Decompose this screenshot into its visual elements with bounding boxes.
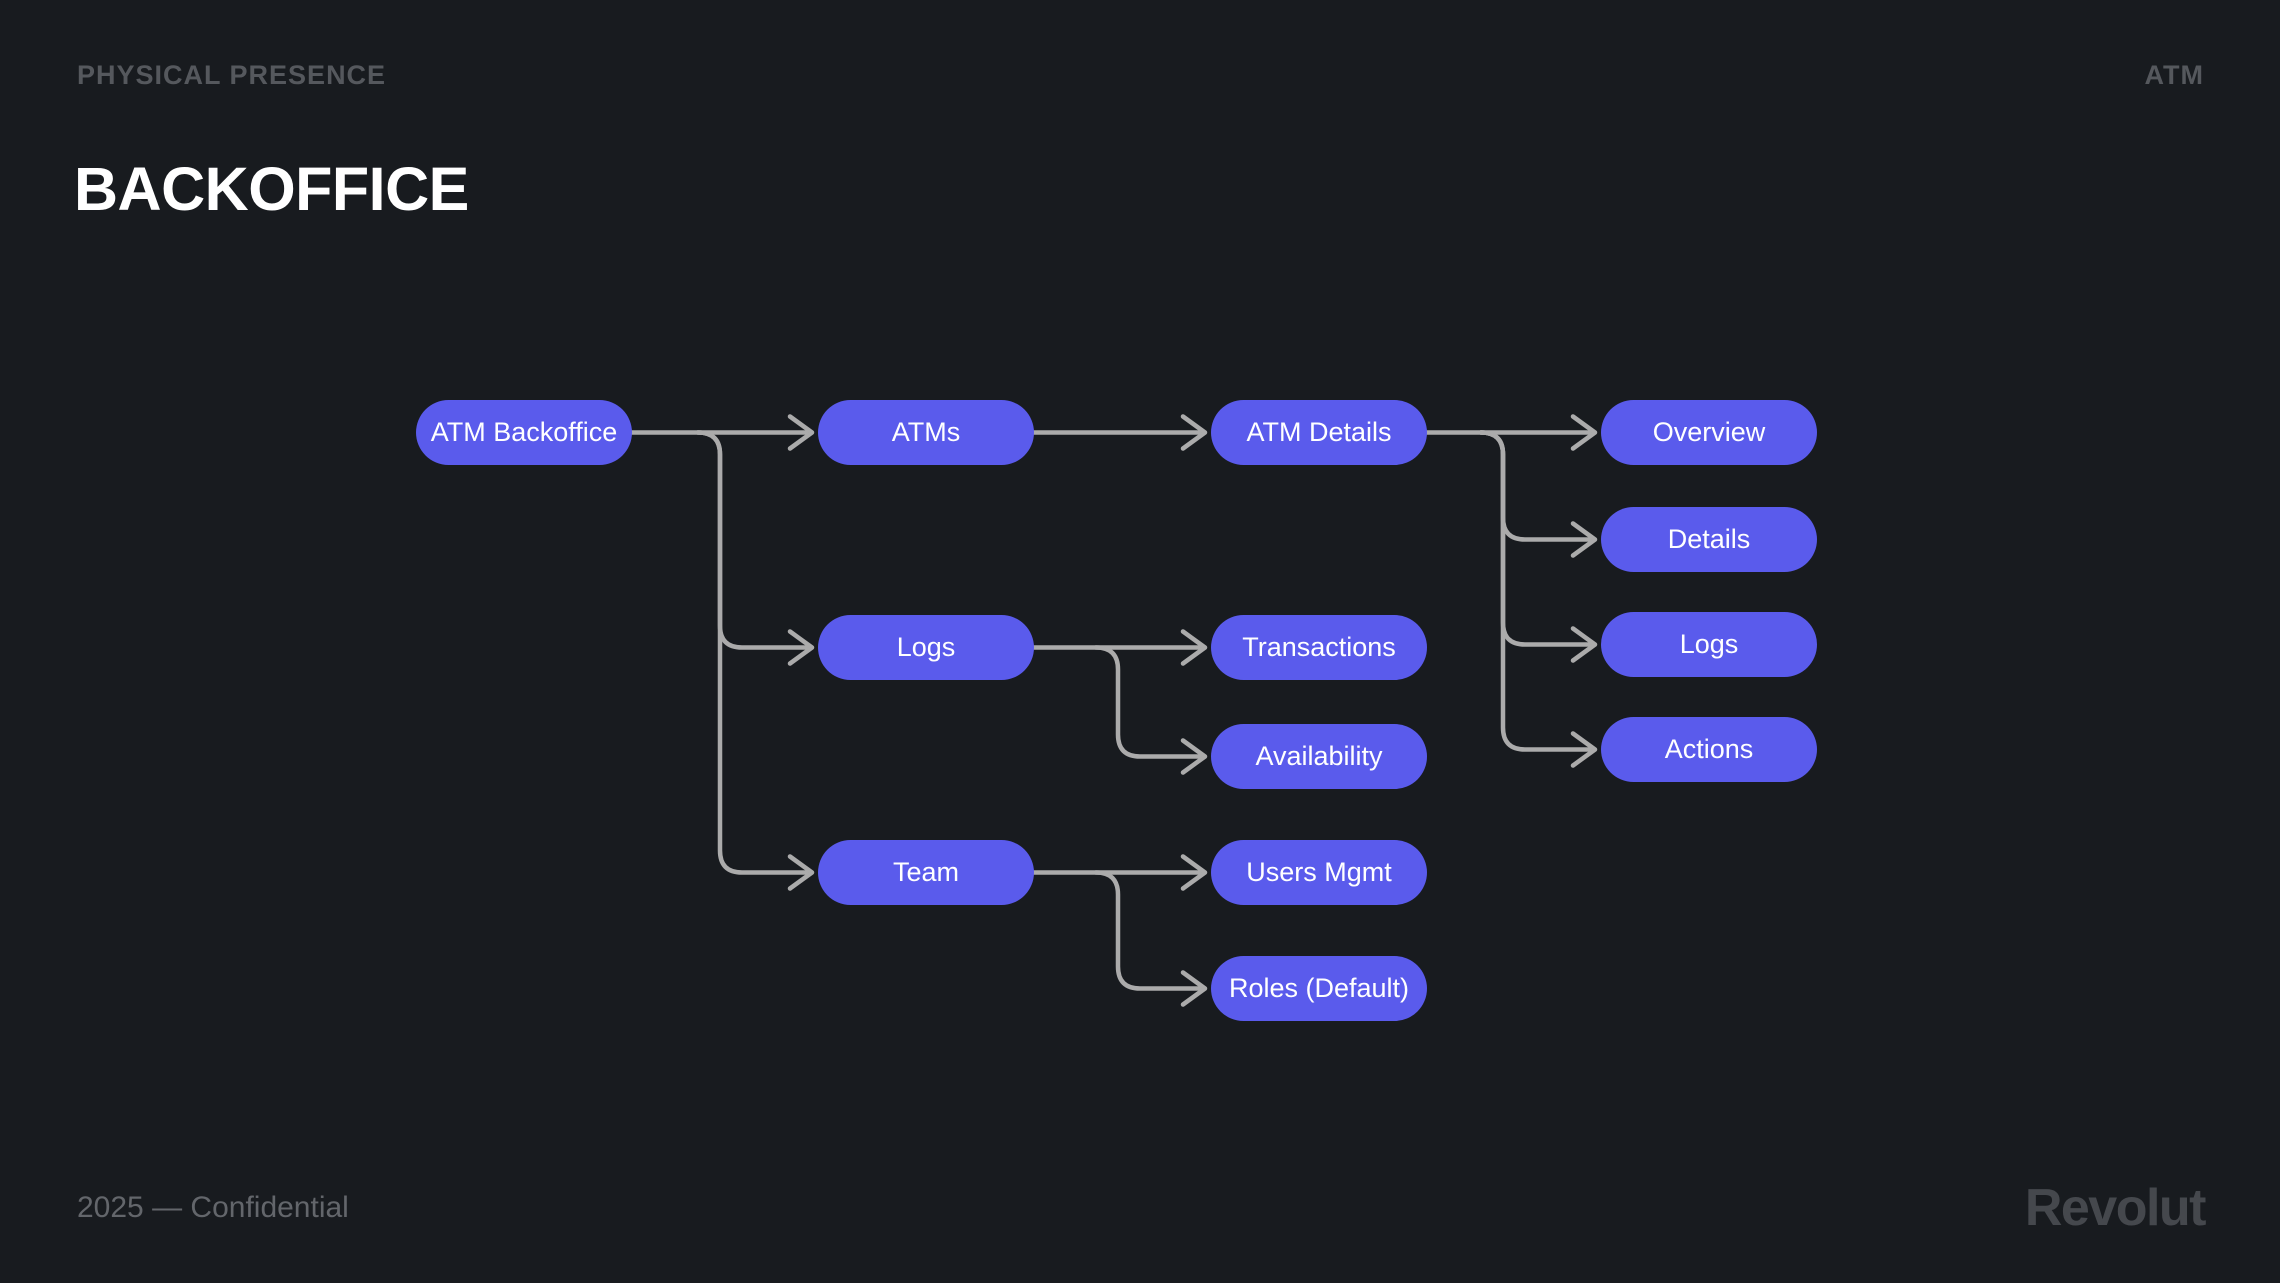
eyebrow-label: PHYSICAL PRESENCE (77, 60, 387, 90)
connector-arrowhead-icon (1570, 521, 1598, 558)
connector-arrowhead-icon (1180, 738, 1208, 775)
node-actions: Actions (1601, 717, 1817, 782)
connector-line (695, 430, 809, 875)
node-logs: Logs (818, 615, 1034, 680)
corner-tag-label: ATM (2144, 60, 2204, 90)
connector-arrowhead-icon (787, 854, 815, 891)
connector-arrowhead-icon (1180, 970, 1208, 1007)
node-transactions: Transactions (1211, 615, 1427, 680)
connector-arrowhead-icon (1570, 731, 1598, 768)
connector-line (1478, 430, 1592, 752)
connector-arrowhead-icon (1180, 854, 1208, 891)
footer-confidential: 2025 — Confidential (77, 1191, 349, 1224)
node-details: Details (1601, 507, 1817, 572)
connector-arrowhead-icon (1570, 626, 1598, 663)
node-availability: Availability (1211, 724, 1427, 789)
node-team: Team (818, 840, 1034, 905)
connector-arrowhead-icon (1180, 629, 1208, 666)
connector-arrowhead-icon (787, 414, 815, 451)
node-overview: Overview (1601, 400, 1817, 465)
node-roles-default: Roles (Default) (1211, 956, 1427, 1021)
revolut-logo: Revolut (2024, 1179, 2207, 1237)
node-users-mgmt: Users Mgmt (1211, 840, 1427, 905)
connector-arrowhead-icon (1180, 414, 1208, 451)
connector-line (695, 430, 809, 650)
node-atms: ATMs (818, 400, 1034, 465)
node-atm-backoffice: ATM Backoffice (416, 400, 632, 465)
connector-line (1093, 645, 1202, 759)
connector-line (1093, 870, 1202, 991)
node-logs-atm: Logs (1601, 612, 1817, 677)
connector-arrowhead-icon (1570, 414, 1598, 451)
connector-arrowhead-icon (787, 629, 815, 666)
node-atm-details: ATM Details (1211, 400, 1427, 465)
page-title: BACKOFFICE (74, 155, 469, 223)
